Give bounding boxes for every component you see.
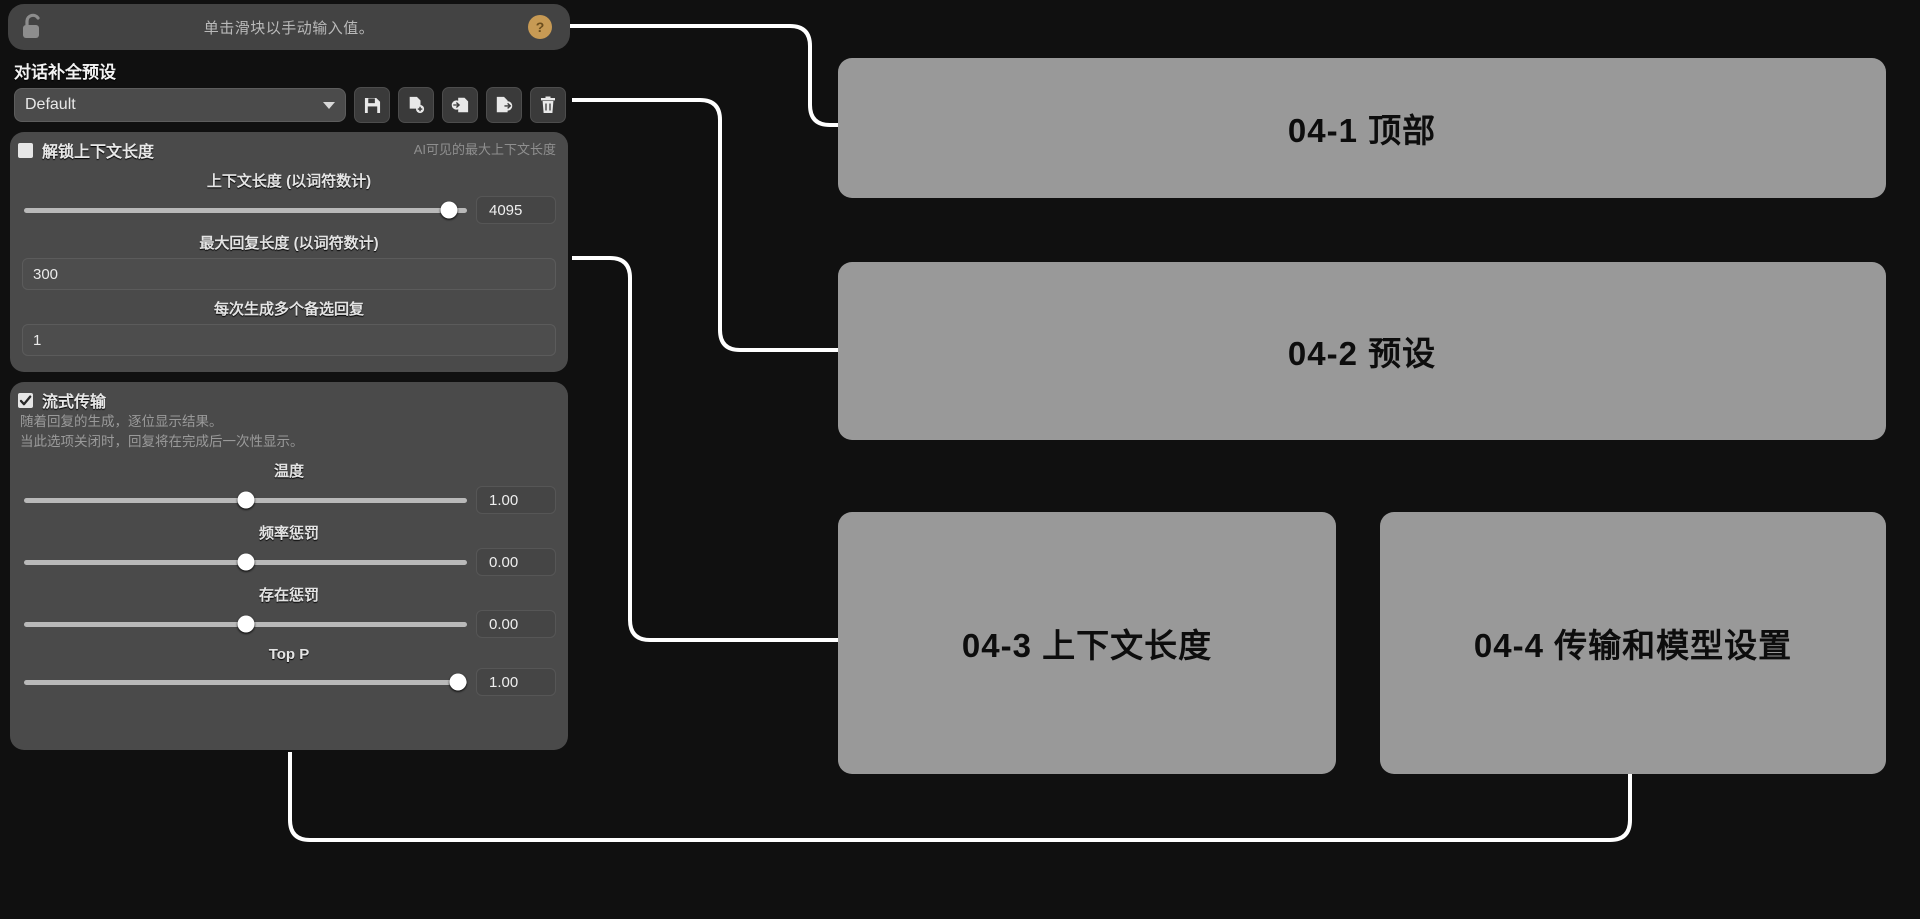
frequency-penalty-group: 频率惩罚 0.00 [10,522,568,576]
context-length-card: 解锁上下文长度 AI可见的最大上下文长度 上下文长度 (以词符数计) 4095 … [10,132,568,372]
delete-preset-button[interactable] [530,87,566,123]
presence-penalty-slider[interactable] [24,615,467,633]
frequency-penalty-value[interactable]: 0.00 [476,548,556,576]
temperature-label: 温度 [273,463,304,480]
top-p-label: Top P [268,646,310,663]
slider-knob[interactable] [237,553,254,571]
preset-selected-value: Default [25,96,76,113]
unlock-context-checkbox[interactable] [18,142,33,158]
context-length-label: 上下文长度 (以词符数计) [206,173,372,190]
file-plus-icon [409,96,425,114]
help-badge[interactable]: ? [528,15,552,39]
top-p-slider-row[interactable]: 1.00 [10,668,568,696]
unlock-context-row[interactable]: 解锁上下文长度 [10,132,568,162]
slider-knob[interactable] [440,201,458,219]
context-length-slider[interactable] [24,201,467,219]
slider-knob[interactable] [237,615,254,633]
save-preset-button[interactable] [354,87,390,123]
streaming-desc-line2: 当此选项关闭时，回复将在完成后一次性显示。 [20,434,304,449]
slider-hint-text: 单击滑块以手动输入值。 [203,19,375,37]
frequency-penalty-slider[interactable] [24,553,467,571]
presence-penalty-group: 存在惩罚 0.00 [10,584,568,638]
streaming-label: 流式传输 [42,394,107,411]
slider-knob[interactable] [237,491,254,509]
streaming-desc-line1: 随着回复的生成，逐位显示结果。 [20,414,223,429]
context-length-slider-row[interactable]: 4095 [10,196,568,224]
top-p-group: Top P 1.00 [10,646,568,696]
floppy-save-icon [364,97,380,113]
import-preset-button[interactable] [442,87,478,123]
preset-select[interactable]: Default [14,88,346,122]
slider-knob[interactable] [449,673,467,691]
chevron-down-icon [323,101,335,109]
context-hint-text: AI可见的最大上下文长度 [413,142,556,157]
max-reply-length-input[interactable]: 300 [22,258,556,290]
streaming-checkbox[interactable] [18,392,33,408]
trash-icon [541,96,555,113]
temperature-value[interactable]: 1.00 [476,486,556,514]
callout-box-4: 04-4 传输和模型设置 [1380,512,1886,774]
temperature-group: 温度 1.00 [10,460,568,514]
unlock-icon[interactable] [16,10,50,44]
callout-box-1: 04-1 顶部 [838,58,1886,198]
candidates-label: 每次生成多个备选回复 [213,301,364,318]
streaming-card: 流式传输 随着回复的生成，逐位显示结果。 当此选项关闭时，回复将在完成后一次性显… [10,382,568,750]
check-icon [19,394,32,405]
callout-box-2: 04-2 预设 [838,262,1886,440]
export-preset-button[interactable] [486,87,522,123]
candidates-input[interactable]: 1 [22,324,556,356]
preset-section: 对话补全预设 Default [8,58,570,126]
frequency-penalty-label: 频率惩罚 [258,525,319,542]
presence-penalty-slider-row[interactable]: 0.00 [10,610,568,638]
frequency-penalty-slider-row[interactable]: 0.00 [10,548,568,576]
presence-penalty-label: 存在惩罚 [258,587,319,604]
context-length-value[interactable]: 4095 [476,196,556,224]
temperature-slider-row[interactable]: 1.00 [10,486,568,514]
presence-penalty-value[interactable]: 0.00 [476,610,556,638]
unlock-context-label: 解锁上下文长度 [42,144,155,161]
max-reply-length-label: 最大回复长度 (以词符数计) [199,235,379,252]
preset-section-title: 对话补全预设 [14,63,116,82]
callout-box-3: 04-3 上下文长度 [838,512,1336,774]
top-p-slider[interactable] [24,673,467,691]
new-preset-button[interactable] [398,87,434,123]
streaming-row[interactable]: 流式传输 [10,382,568,412]
file-import-icon [451,97,469,113]
temperature-slider[interactable] [24,491,467,509]
file-export-icon [496,96,513,113]
slider-hint-bar: 单击滑块以手动输入值。 ? [8,4,570,50]
preset-toolbar: Default [8,87,570,123]
top-p-value[interactable]: 1.00 [476,668,556,696]
